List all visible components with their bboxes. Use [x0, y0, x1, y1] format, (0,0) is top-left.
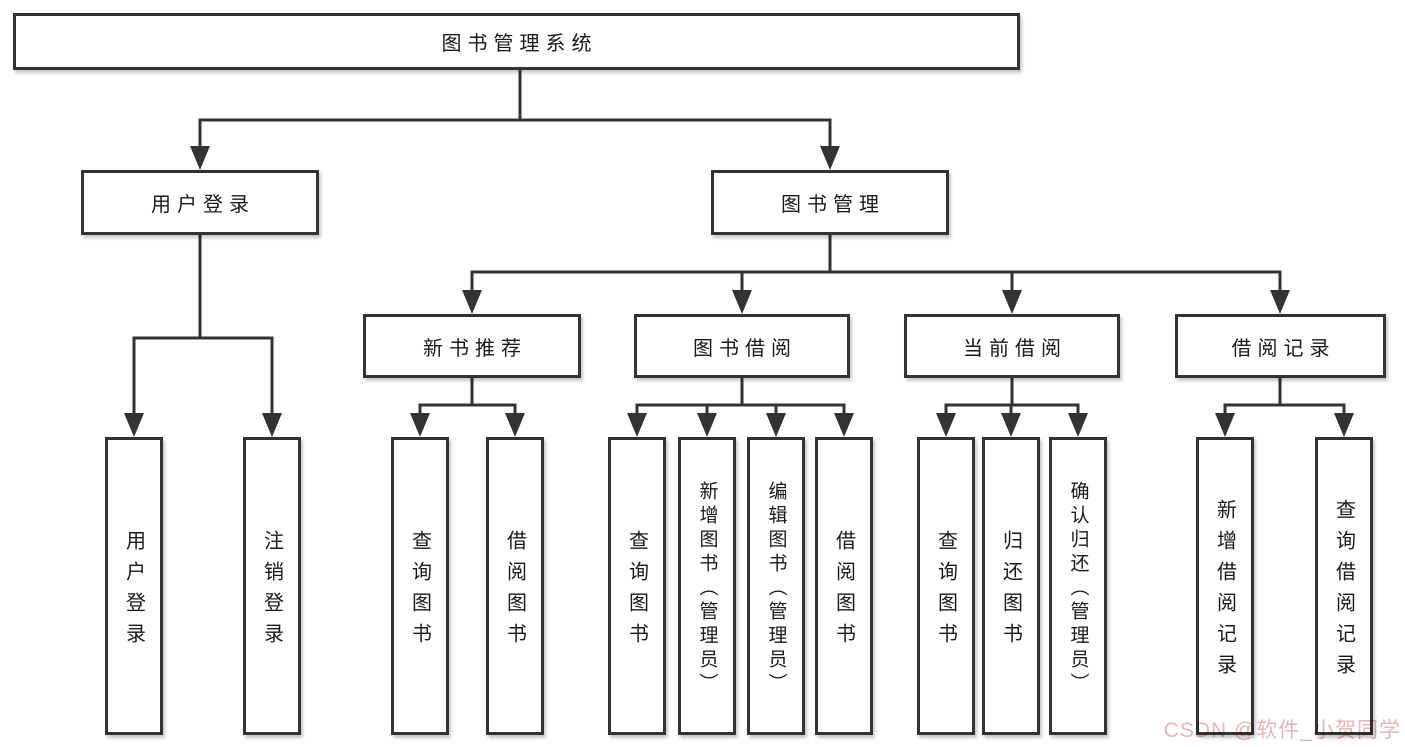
leaf-add-borrow-record: 新增借阅记录	[1196, 437, 1254, 735]
arrow-icon	[732, 290, 752, 314]
arrow-icon	[834, 413, 854, 437]
arrow-icon	[462, 290, 482, 314]
arrow-icon	[262, 413, 282, 437]
leaf-query-book-3: 查询图书	[917, 437, 975, 735]
csdn-watermark: CSDN @软件_小贺同学	[1163, 719, 1401, 742]
node-label: 当前借阅	[963, 337, 1067, 360]
arrow-icon	[697, 413, 717, 437]
arrow-icon	[936, 413, 956, 437]
node-label: 归还图书	[999, 529, 1022, 654]
node-label: 借阅图书	[503, 529, 526, 654]
arrow-icon	[820, 146, 840, 170]
arrow-icon	[627, 413, 647, 437]
node-label: 用户登录	[122, 529, 145, 654]
arrowheads	[124, 146, 1354, 437]
node-label: 查询图书	[408, 529, 431, 654]
arrow-icon	[1215, 413, 1235, 437]
node-label: 确认归还（管理员）	[1067, 480, 1089, 697]
leaf-borrow-book-1: 借阅图书	[486, 437, 544, 735]
arrow-icon	[190, 146, 210, 170]
node-label: 新增借阅记录	[1213, 498, 1236, 685]
leaf-return-book: 归还图书	[982, 437, 1040, 735]
leaf-query-borrow-record: 查询借阅记录	[1315, 437, 1373, 735]
arrow-icon	[124, 413, 144, 437]
leaf-borrow-book-2: 借阅图书	[815, 437, 873, 735]
node-root-system: 图书管理系统	[13, 13, 1020, 70]
arrow-icon	[1068, 413, 1088, 437]
node-label: 新增图书（管理员）	[696, 480, 718, 697]
node-label: 查询借阅记录	[1332, 498, 1355, 685]
leaf-add-book-admin: 新增图书（管理员）	[678, 437, 736, 735]
node-book-borrow: 图书借阅	[634, 314, 850, 378]
arrow-icon	[410, 413, 430, 437]
arrow-icon	[1001, 413, 1021, 437]
leaf-query-book-2: 查询图书	[608, 437, 666, 735]
node-label: 注销登录	[260, 529, 283, 654]
node-label: 图书管理	[781, 194, 885, 216]
leaf-query-book-1: 查询图书	[391, 437, 449, 735]
node-label: 图书借阅	[693, 337, 797, 360]
arrow-icon	[1270, 290, 1290, 314]
node-label: 借阅图书	[832, 529, 855, 654]
node-new-book-recommend: 新书推荐	[363, 314, 581, 378]
leaf-user-login: 用户登录	[105, 437, 163, 735]
leaf-edit-book-admin: 编辑图书（管理员）	[747, 437, 805, 735]
arrow-icon	[1002, 290, 1022, 314]
node-current-borrow: 当前借阅	[904, 314, 1120, 378]
node-label: 用户登录	[151, 194, 255, 216]
node-label: 编辑图书（管理员）	[765, 480, 787, 697]
arrow-icon	[1334, 413, 1354, 437]
arrow-icon	[505, 413, 525, 437]
node-label: 新书推荐	[423, 337, 527, 360]
leaf-confirm-return-admin: 确认归还（管理员）	[1049, 437, 1107, 735]
node-label: 查询图书	[625, 529, 648, 654]
arrow-icon	[766, 413, 786, 437]
tree-edges	[132, 68, 1346, 417]
node-label: 图书管理系统	[441, 33, 598, 55]
node-label: 查询图书	[934, 529, 957, 654]
leaf-logout: 注销登录	[243, 437, 301, 735]
node-book-management: 图书管理	[711, 170, 949, 235]
node-user-login: 用户登录	[81, 170, 319, 235]
node-label: 借阅记录	[1231, 337, 1336, 360]
node-borrow-record: 借阅记录	[1175, 314, 1386, 378]
